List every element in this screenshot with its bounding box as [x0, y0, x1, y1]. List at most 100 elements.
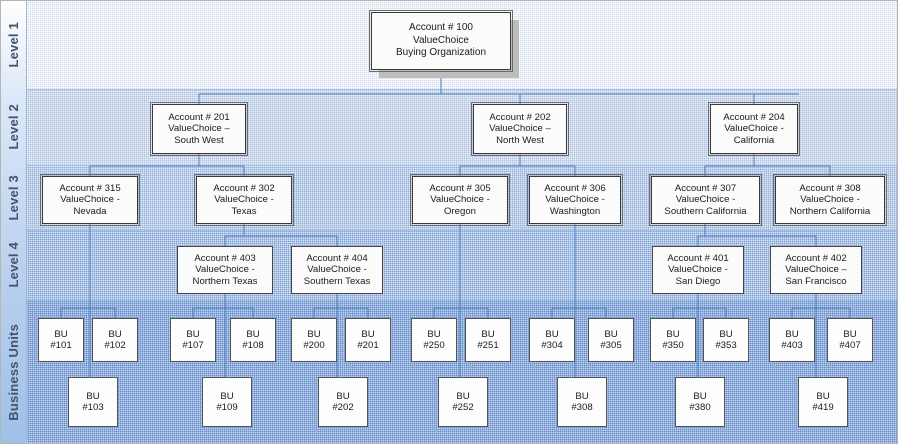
node-text-line: Account # 100 — [409, 22, 473, 34]
node-text-line: Account # 202 — [489, 111, 551, 123]
node-text-line: #202 — [332, 402, 354, 413]
node-text-line: BU — [545, 328, 559, 340]
node-text-line: #252 — [452, 402, 474, 413]
business-unit-row2-1[interactable]: BU#109 — [202, 377, 252, 427]
node-text-line: #251 — [477, 340, 499, 351]
business-unit-row1-4[interactable]: BU#200 — [291, 318, 337, 362]
node-text-line: ValueChoice — [413, 34, 469, 46]
node-text-line: Account # 403 — [194, 252, 256, 264]
node-text-line: ValueChoice – — [785, 264, 847, 276]
node-text-line: BU — [604, 328, 618, 340]
node-text-line: Account # 404 — [306, 252, 368, 264]
node-text-line: Southern California — [664, 205, 747, 217]
node-text-line: #419 — [812, 402, 834, 413]
node-text-line: BU — [361, 328, 375, 340]
node-text-line: Account # 307 — [674, 182, 737, 194]
node-text-line: Nevada — [73, 205, 107, 217]
node-text-line: San Diego — [675, 275, 721, 287]
business-unit-row2-3[interactable]: BU#252 — [438, 377, 488, 427]
business-unit-row2-0[interactable]: BU#103 — [68, 377, 118, 427]
node-text-line: BU — [86, 390, 100, 402]
node-text-line: #407 — [839, 340, 861, 351]
node-text-line: Account # 401 — [667, 252, 729, 264]
business-unit-row1-2[interactable]: BU#107 — [170, 318, 216, 362]
band-level-4-background — [0, 230, 898, 300]
node-text-line: Account # 305 — [429, 182, 491, 194]
node-text-line: ValueChoice - — [668, 264, 728, 276]
business-unit-row1-12[interactable]: BU#403 — [769, 318, 815, 362]
node-text-line: BU — [666, 328, 680, 340]
business-unit-row1-11[interactable]: BU#353 — [703, 318, 749, 362]
band-separator — [0, 230, 898, 231]
level-label-column — [0, 0, 27, 444]
node-text-line: BU — [246, 328, 260, 340]
node-text-line: BU — [481, 328, 495, 340]
business-unit-row2-4[interactable]: BU#308 — [557, 377, 607, 427]
node-text-line: #201 — [357, 340, 379, 351]
business-unit-row1-5[interactable]: BU#201 — [345, 318, 391, 362]
node-text-line: BU — [816, 390, 830, 402]
node-text-line: Buying Organization — [395, 47, 487, 59]
node-text-line: ValueChoice - — [545, 194, 605, 206]
node-text-line: BU — [843, 328, 857, 340]
band-separator — [0, 89, 898, 90]
node-text-line: BU — [719, 328, 733, 340]
node-text-line: Oregon — [444, 205, 476, 217]
node-text-line: San Francisco — [785, 275, 847, 287]
node-text-line: BU — [693, 390, 707, 402]
node-text-line: ValueChoice - — [675, 194, 736, 206]
node-text-line: BU — [54, 328, 68, 340]
node-text-line: Account # 204 — [723, 111, 785, 123]
node-text-line: ValueChoice - — [195, 264, 255, 276]
node-text-line: ValueChoice - — [214, 194, 274, 206]
node-text-line: ValueChoice – — [489, 123, 551, 135]
business-unit-row2-5[interactable]: BU#380 — [675, 377, 725, 427]
node-text-line: #308 — [571, 402, 593, 413]
business-unit-row1-1[interactable]: BU#102 — [92, 318, 138, 362]
business-unit-row1-3[interactable]: BU#108 — [230, 318, 276, 362]
node-text-line: Account # 308 — [799, 182, 861, 194]
node-text-line: #353 — [715, 340, 737, 351]
node-text-line: BU — [575, 390, 589, 402]
node-text-line: Northern Texas — [192, 275, 258, 287]
business-unit-row1-7[interactable]: BU#251 — [465, 318, 511, 362]
node-text-line: Account # 402 — [785, 252, 847, 264]
node-text-line: Northern California — [789, 205, 871, 217]
node-text-line: BU — [186, 328, 200, 340]
node-text-line: #305 — [600, 340, 622, 351]
node-text-line: Washington — [549, 205, 601, 217]
node-text-line: BU — [336, 390, 350, 402]
business-unit-row1-8[interactable]: BU#304 — [529, 318, 575, 362]
node-text-line: Texas — [231, 205, 257, 217]
node-text-line: South West — [174, 134, 224, 146]
business-unit-row1-10[interactable]: BU#350 — [650, 318, 696, 362]
node-text-line: #380 — [689, 402, 711, 413]
node-text-line: ValueChoice - — [60, 194, 120, 206]
node-text-line: #250 — [423, 340, 445, 351]
business-unit-row1-0[interactable]: BU#101 — [38, 318, 84, 362]
node-text-line: California — [733, 134, 775, 146]
business-unit-row1-9[interactable]: BU#305 — [588, 318, 634, 362]
node-text-line: Account # 201 — [168, 111, 230, 123]
business-unit-row1-6[interactable]: BU#250 — [411, 318, 457, 362]
business-unit-row2-2[interactable]: BU#202 — [318, 377, 368, 427]
node-text-line: Southern Texas — [303, 275, 371, 287]
business-unit-row2-6[interactable]: BU#419 — [798, 377, 848, 427]
business-unit-row1-13[interactable]: BU#407 — [827, 318, 873, 362]
node-text-line: Account # 306 — [544, 182, 606, 194]
